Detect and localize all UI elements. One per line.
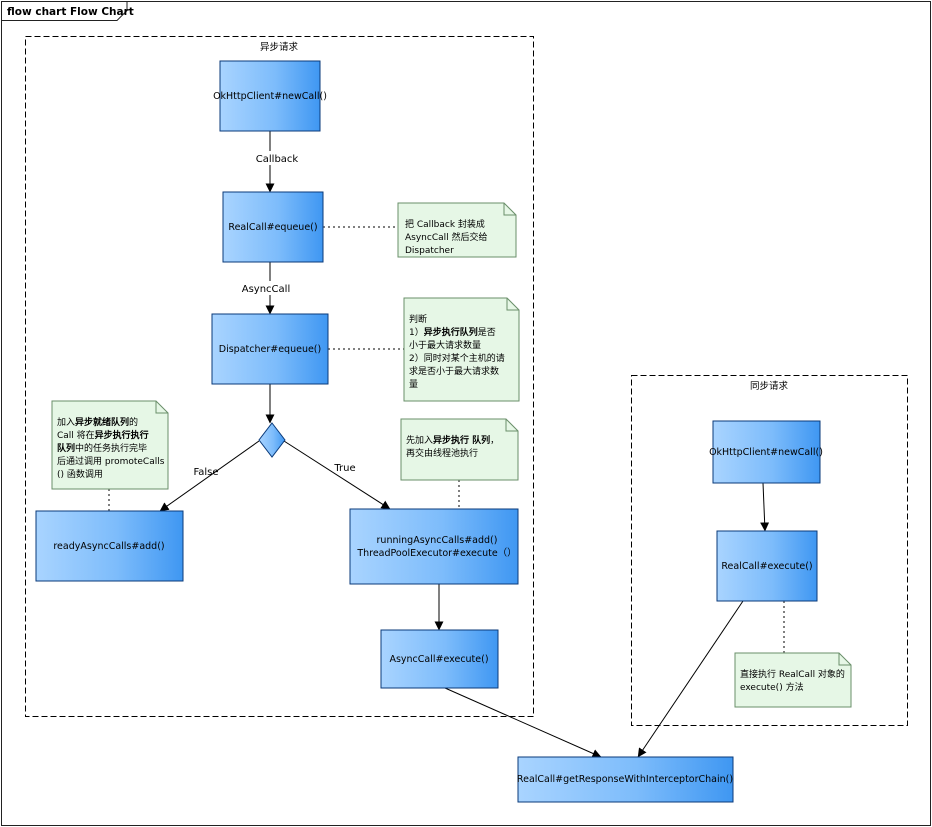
note-line: 先加入异步执行 队列， (406, 434, 499, 446)
note-line: () 函数调用 (57, 468, 103, 480)
sync-group-title: 同步请求 (750, 380, 789, 392)
note-line: 直接执行 RealCall 对象的 (740, 668, 845, 680)
edge-label-true: True (333, 463, 355, 474)
node-ready-add-label: readyAsyncCalls#add() (53, 541, 164, 552)
node-sync-newcall[interactable]: OkHttpClient#newCall() (709, 420, 823, 484)
note-judge-text: 判断1）异步执行队列是否小于最大请求数量2）同时对某个主机的请求是否小于最大请求… (409, 313, 505, 390)
note-text: 小于最大请求数量 (409, 339, 481, 351)
note-line: 1）异步执行队列是否 (409, 326, 496, 338)
note-text: 2）同时对某个主机的请 (409, 352, 505, 364)
frame-title-tab (1, 1, 128, 21)
note-text: 把 Callback 封装成 (405, 218, 485, 230)
note-bold-text: 异步执行 队列 (433, 434, 490, 446)
arrow-decision-false (159, 440, 260, 512)
note-bold-text: 异步执行执行 (95, 429, 149, 441)
note-line: 小于最大请求数量 (409, 339, 481, 351)
note-line: AsyncCall 然后交给 (405, 231, 488, 243)
node-realcall-execute[interactable]: RealCall#execute() (716, 530, 818, 602)
node-sync-newcall-label: OkHttpClient#newCall() (709, 447, 823, 458)
note-text: 直接执行 RealCall 对象的 (740, 668, 845, 680)
frame-title: flow chart Flow Chart (7, 6, 134, 18)
note-bold-text: 队列 (57, 442, 75, 454)
note-line: execute() 方法 (740, 681, 804, 693)
node-get-response-label: RealCall#getResponseWithInterceptorChain… (517, 774, 733, 785)
note-bold-text: 异步就绪队列 (75, 416, 129, 428)
note-line: 量 (409, 379, 418, 390)
note-text: Call 将在 (57, 429, 95, 441)
note-text: 是否 (478, 327, 496, 338)
note-text: 后通过调用 promoteCalls (57, 455, 165, 467)
note-text: Dispatcher (405, 246, 454, 256)
note-bold-text: 异步执行队列 (424, 326, 478, 338)
note-text: ， (490, 436, 499, 446)
arrow-sync-newcall-to-execute (760, 482, 770, 532)
node-asynccall-execute[interactable]: AsyncCall#execute() (380, 629, 499, 689)
note-line: Dispatcher (405, 246, 454, 256)
note-text: 的 (129, 416, 138, 428)
note-text: 中的任务执行完毕 (75, 442, 147, 454)
node-async-newcall[interactable]: OkHttpClient#newCall() (213, 60, 327, 132)
note-text: () 函数调用 (57, 468, 103, 480)
note-text: execute() 方法 (740, 681, 804, 693)
node-running-add-label-1: runningAsyncCalls#add() (377, 535, 498, 546)
note-text: 量 (409, 379, 418, 390)
node-realcall-enqueue[interactable]: RealCall#equeue() (222, 191, 324, 263)
note-line: 加入异步就绪队列的 (57, 416, 138, 428)
arrow-asynccall-to-response (444, 687, 602, 758)
note-line: Call 将在异步执行执行 (57, 429, 149, 441)
decision-diamond[interactable] (258, 422, 286, 458)
node-ready-add[interactable]: readyAsyncCalls#add() (35, 510, 184, 582)
sync-group-region (631, 375, 908, 726)
edge-label-asynccall: AsyncCall (242, 284, 290, 295)
node-dispatcher-enqueue-label: Dispatcher#equeue() (219, 344, 321, 355)
note-line: 求是否小于最大请求数 (409, 365, 499, 377)
node-realcall-enqueue-label: RealCall#equeue() (228, 222, 317, 233)
note-line: 把 Callback 封装成 (405, 218, 485, 230)
note-running-queue[interactable]: 先加入异步执行 队列，再交由线程池执行 (400, 418, 519, 481)
async-group-region (25, 36, 534, 717)
note-line: 再交由线程池执行 (406, 447, 478, 459)
async-group-title: 异步请求 (260, 41, 299, 53)
note-text: 加入 (57, 417, 75, 428)
note-text: AsyncCall 然后交给 (405, 231, 488, 243)
note-judge[interactable]: 判断1）异步执行队列是否小于最大请求数量2）同时对某个主机的请求是否小于最大请求… (403, 297, 520, 402)
note-text: 再交由线程池执行 (406, 447, 478, 459)
note-text: 求是否小于最大请求数 (409, 365, 499, 377)
edge-label-false: False (193, 467, 218, 478)
node-running-add[interactable]: runningAsyncCalls#add() ThreadPoolExecut… (349, 508, 519, 585)
note-text: 判断 (409, 313, 427, 325)
note-text: 先加入 (406, 434, 433, 446)
note-line: 判断 (409, 313, 427, 325)
note-line: 后通过调用 promoteCalls (57, 455, 165, 467)
note-text: 1） (409, 327, 424, 338)
edge-label-callback: Callback (256, 154, 299, 165)
arrow-execute-to-response (637, 600, 744, 758)
node-realcall-execute-label: RealCall#execute() (721, 561, 812, 572)
note-line: 队列中的任务执行完毕 (57, 442, 147, 454)
node-get-response[interactable]: RealCall#getResponseWithInterceptorChain… (517, 756, 734, 803)
note-running-queue-text: 先加入异步执行 队列，再交由线程池执行 (406, 434, 499, 459)
note-line: 2）同时对某个主机的请 (409, 352, 505, 364)
node-async-newcall-label: OkHttpClient#newCall() (213, 91, 327, 102)
node-asynccall-execute-label: AsyncCall#execute() (389, 654, 488, 665)
arrow-decision-true (283, 440, 391, 510)
node-running-add-label-2: ThreadPoolExecutor#execute（） (356, 547, 516, 559)
node-dispatcher-enqueue[interactable]: Dispatcher#equeue() (211, 313, 329, 385)
